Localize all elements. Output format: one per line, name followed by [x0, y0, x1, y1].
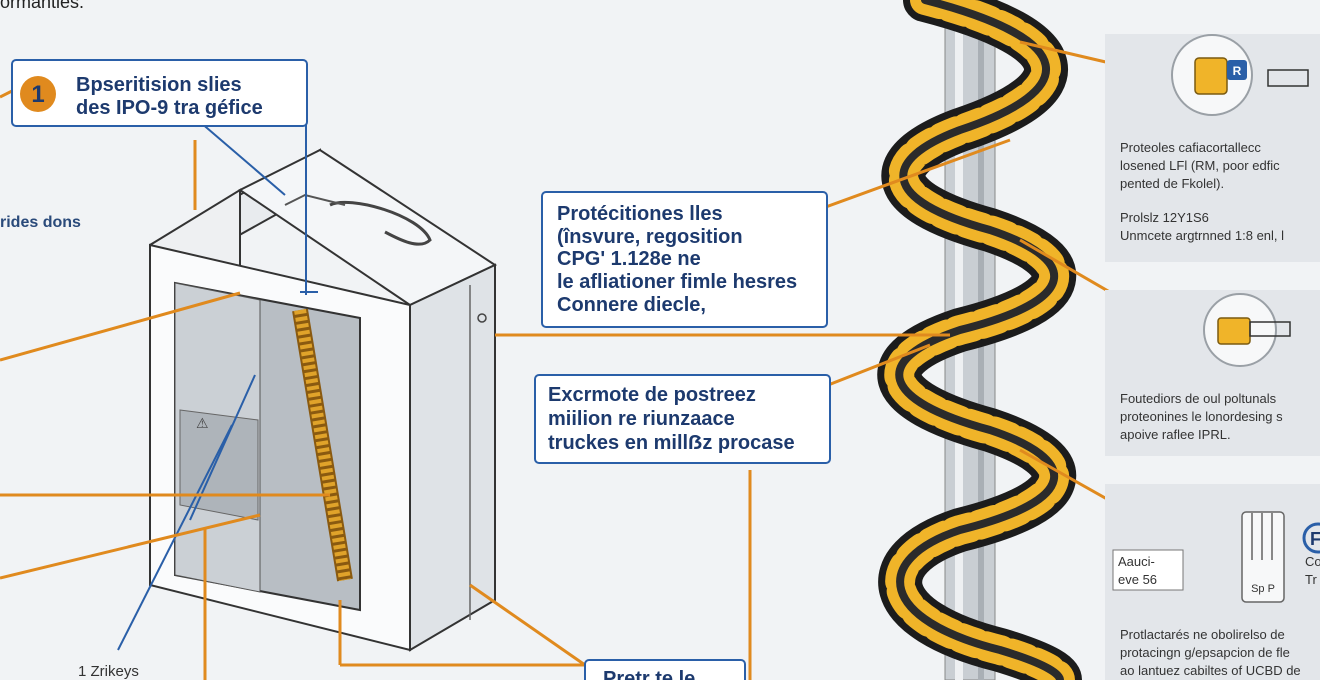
- panel2-line-2: proteonines le lonordesing s: [1120, 409, 1283, 424]
- blue-guide-lines: [117, 121, 318, 651]
- number-badge-text: 1: [31, 81, 44, 108]
- panel3-label-1: Aauci-: [1118, 554, 1155, 569]
- panel1-icon-text: R: [1233, 64, 1242, 78]
- callout-box-1: 1 Bpseritision slies des IPO-9 tra géfic…: [11, 59, 308, 127]
- panel1-sub-2: Unmcete argtrnned 1:8 enl, l: [1120, 228, 1284, 243]
- panel3-label-2: eve 56: [1118, 572, 1157, 587]
- box3-line-3: truckes en millẞz procase: [548, 432, 795, 454]
- box4-text: Pretr te le: [603, 668, 695, 680]
- callout-box-4: Pretr te le: [584, 659, 746, 680]
- box2-line-2: (însvure, regosition: [557, 226, 743, 248]
- panel1-line-2: losened LFl (RM, poor edfic: [1120, 158, 1280, 173]
- panel3-tag: Sp P: [1251, 583, 1275, 595]
- box2-line-5: Connere diecle,: [557, 294, 706, 316]
- box3-line-2: miilion re riunzaace: [548, 408, 735, 430]
- cabinet: ⚠: [149, 148, 498, 652]
- panel3-label-box: [1112, 549, 1184, 591]
- panel3-icon: [1302, 522, 1320, 554]
- box2-line-4: le afliationer fimle hesres: [557, 271, 797, 293]
- box1-line-2: des IPO-9 tra géfice: [76, 97, 263, 119]
- box1-line-1: Bpseritision slies: [76, 74, 242, 96]
- callout-box-3: Excrmote de postreez miilion re riunzaac…: [534, 374, 831, 464]
- cabinet-coil: [292, 308, 353, 582]
- panel3-edge-1: Co: [1305, 554, 1320, 569]
- number-badge: [20, 76, 56, 112]
- panel2-line-1: Foutediors de oul poltunals: [1120, 391, 1277, 406]
- panel-1: R Proteoles cafiacortallecc losened LFl …: [1105, 34, 1320, 262]
- cabinet-latch: [477, 313, 487, 323]
- bottom-label: 1 Zrikeys: [78, 663, 139, 680]
- svg-text:⚠: ⚠: [196, 415, 209, 431]
- panel3-icon-text: F: [1310, 529, 1320, 549]
- panel1-line-1: Proteoles cafiacortallecc: [1120, 140, 1261, 155]
- box3-line-1: Excrmote de postreez: [548, 384, 756, 406]
- panel3-line-2: protacingn g/epsapcion de fle: [1120, 645, 1290, 660]
- panel1-sub-1: Prolslz 12Y1S6: [1120, 210, 1209, 225]
- panel-3: Aauci- eve 56 Sp P F Co Tr Protlactarés …: [1105, 484, 1320, 680]
- panel1-line-3: pented de Fkolel).: [1120, 176, 1224, 191]
- panel3-line-1: Protlactarés ne obolirelso de: [1120, 627, 1285, 642]
- callout-box-2: Protécitiones lles (însvure, regosition …: [541, 191, 828, 328]
- side-label: rides dons: [0, 214, 81, 231]
- header-fragment: ormanties.: [0, 0, 84, 12]
- panel3-line-3: ao lantuez cabiltes of UCBD de: [1120, 663, 1301, 678]
- panel-2: Foutediors de oul poltunals proteonines …: [1105, 290, 1320, 456]
- panel3-edge-2: Tr: [1305, 572, 1317, 587]
- box2-line-3: CPG' 1.128e ne: [557, 248, 701, 270]
- cabinet-side: [409, 263, 496, 652]
- box2-line-1: Protécitiones lles: [557, 203, 723, 225]
- panel2-line-3: apoive raflee IPRL.: [1120, 427, 1231, 442]
- panel1-icon-badge: [1227, 60, 1247, 80]
